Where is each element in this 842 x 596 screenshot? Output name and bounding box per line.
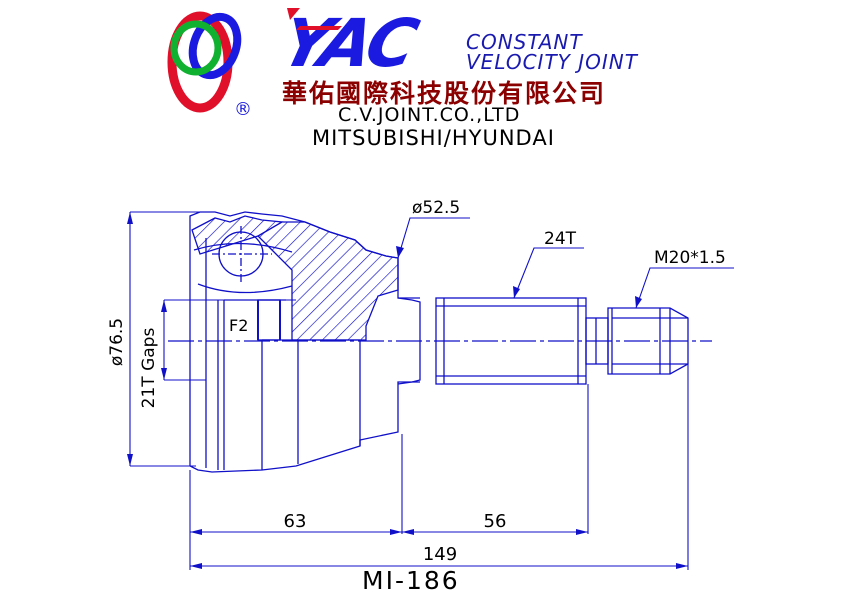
spline-outer-label: 24T bbox=[544, 229, 577, 249]
bell-length-dimension: 63 bbox=[284, 511, 307, 532]
registered-mark: ® bbox=[234, 99, 252, 120]
dimension-lines bbox=[129, 211, 734, 570]
overall-length-dimension: 149 bbox=[423, 544, 457, 565]
dimension-arrows bbox=[127, 212, 688, 569]
spline-inner-label: 21T Gaps bbox=[139, 328, 159, 409]
logo-red-swoosh bbox=[287, 8, 342, 30]
brand-logo: ® YAC bbox=[167, 5, 426, 120]
rings-logo-icon bbox=[167, 11, 242, 113]
outer-diameter-label: ø76.5 bbox=[107, 318, 127, 366]
feature-label: F2 bbox=[229, 316, 248, 335]
shaft-length-dimension: 56 bbox=[484, 511, 507, 532]
application-label: MITSUBISHI/HYUNDAI bbox=[312, 126, 555, 150]
part-number: MI-186 bbox=[362, 566, 460, 595]
bell-diameter-label: ø52.5 bbox=[412, 198, 460, 218]
thread-label: M20*1.5 bbox=[654, 248, 726, 268]
logo-wordmark: YAC bbox=[274, 5, 426, 82]
tagline-line2: VELOCITY JOINT bbox=[466, 50, 638, 74]
outer-bell-housing bbox=[189, 211, 421, 473]
tagline-line1: CONSTANT bbox=[466, 30, 583, 54]
company-name-en: C.V.JOINT.CO.,LTD bbox=[338, 104, 521, 126]
company-name-cn: 華佑國際科技股份有限公司 bbox=[282, 79, 607, 108]
